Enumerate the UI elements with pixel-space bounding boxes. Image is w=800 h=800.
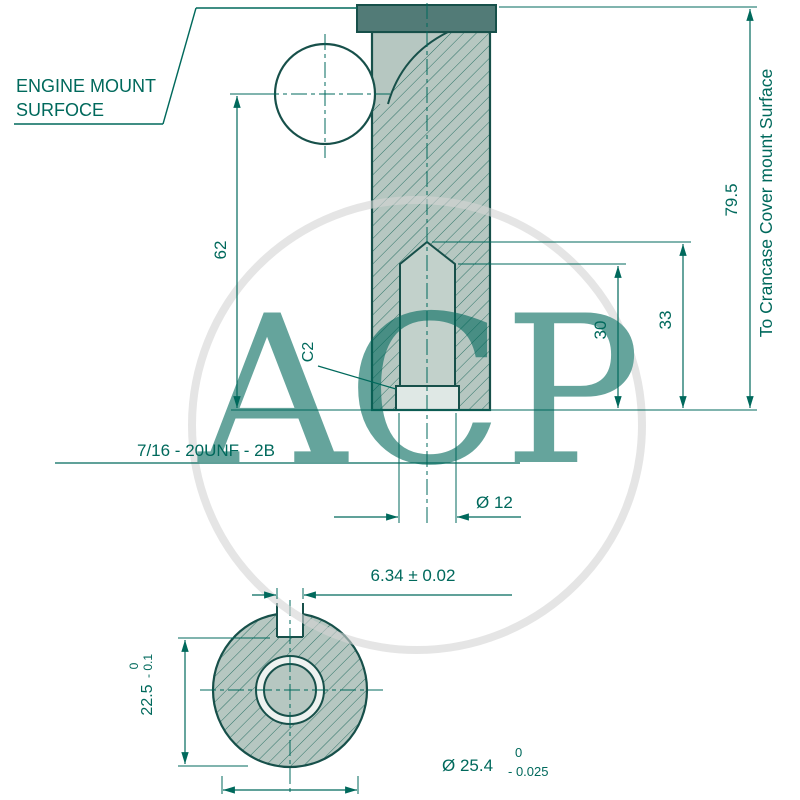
engine-mount-label-line2: SURFOCE: [16, 100, 104, 120]
chamfer-leader: [317, 365, 397, 390]
ball-seat-curve: [387, 31, 449, 105]
dia254-label: Ø 25.4: [442, 756, 493, 775]
depth-tol-lower: - 0.1: [141, 654, 155, 678]
dia12-label: Ø 12: [476, 493, 513, 512]
dim795-label: 79.5: [722, 183, 741, 216]
keyway-width-label: 6.34 ± 0.02: [371, 566, 456, 585]
annotations: ENGINE MOUNT SURFOCE 62 79.5 To Crancase…: [14, 6, 776, 794]
ball-seat-region: [372, 32, 448, 104]
dia254-tol-lower: - 0.025: [508, 764, 548, 779]
side-view: [263, 3, 497, 526]
dim30-label: 30: [591, 321, 610, 340]
thread-callout-label: 7/16 - 20UNF - 2B: [137, 441, 275, 460]
depth-tol-upper: 0: [127, 662, 141, 669]
crankcase-cover-label: To Crancase Cover mount Surface: [756, 69, 776, 337]
dia254-tol-upper: 0: [515, 745, 522, 760]
watermark: ACP: [188, 196, 646, 654]
engine-mount-leader: [162, 7, 197, 125]
dim33-label: 33: [656, 311, 675, 330]
dim62-label: 62: [211, 241, 230, 260]
depth-label: 22.5: [139, 684, 156, 715]
watermark-circle: [188, 196, 646, 654]
engine-mount-label-line1: ENGINE MOUNT: [16, 76, 156, 96]
end-view: [200, 600, 383, 793]
chamfer-label: C2: [300, 342, 317, 363]
watermark-text: ACP: [197, 273, 642, 511]
